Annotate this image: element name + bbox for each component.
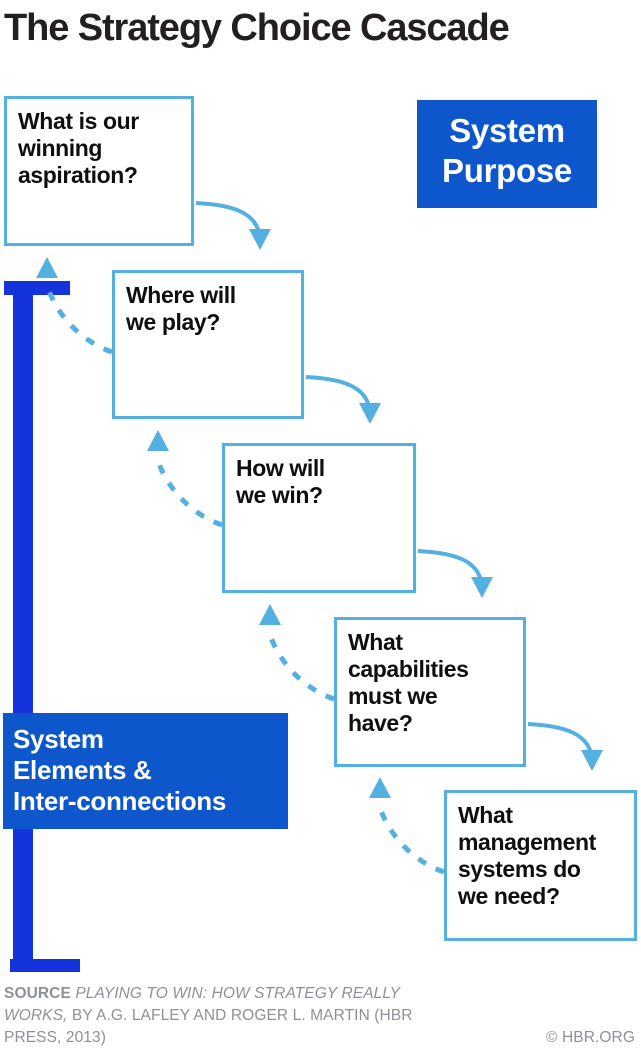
forward-arrow-3 <box>417 549 483 581</box>
label-system-elements: System Elements & Inter-connections <box>3 713 288 829</box>
forward-arrow-1 <box>195 201 261 233</box>
page-title: The Strategy Choice Cascade <box>4 7 510 49</box>
question-text-management-systems: What management systems do we need? <box>458 802 596 909</box>
question-text-where-to-play: Where will we play? <box>126 282 236 335</box>
forward-arrow-4 <box>527 722 593 754</box>
question-text-capabilities: What capabilities must we have? <box>348 629 469 736</box>
forward-arrow-2 <box>305 375 371 407</box>
forward-arrowhead-2 <box>359 403 381 424</box>
source-rest: BY A.G. LAFLEY AND ROGER L. MARTIN (HBR … <box>4 1007 413 1046</box>
question-box-management-systems[interactable]: What management systems do we need? <box>444 790 637 941</box>
question-box-winning-aspiration[interactable]: What is our winning aspiration? <box>4 96 194 246</box>
forward-arrowhead-3 <box>471 577 493 598</box>
question-box-where-to-play[interactable]: Where will we play? <box>112 270 304 419</box>
credit-hbr: © HBR.ORG <box>546 1029 635 1046</box>
source-note: SOURCE PLAYING TO WIN: HOW STRATEGY REAL… <box>4 983 444 1049</box>
feedback-arrow-4 <box>377 807 445 875</box>
feedback-arrow-1 <box>45 287 113 355</box>
feedback-arrowhead-4 <box>369 777 391 798</box>
feedback-arrowhead-1 <box>36 257 58 278</box>
question-box-how-to-win[interactable]: How will we win? <box>222 443 416 593</box>
question-box-capabilities[interactable]: What capabilities must we have? <box>334 617 526 767</box>
label-system-purpose: System Purpose <box>417 100 597 208</box>
source-title: PLAYING TO WIN: HOW STRATEGY REALLY WORK… <box>4 985 400 1024</box>
question-text-how-to-win: How will we win? <box>236 455 325 508</box>
question-text-winning-aspiration: What is our winning aspiration? <box>18 108 139 188</box>
feedback-arrowhead-3 <box>259 604 281 625</box>
system-bracket <box>4 281 80 972</box>
feedback-arrow-3 <box>267 634 335 702</box>
forward-arrowhead-1 <box>249 229 271 250</box>
feedback-arrow-2 <box>155 460 223 528</box>
forward-arrowhead-4 <box>581 750 603 771</box>
feedback-arrowhead-2 <box>147 430 169 451</box>
source-kicker: SOURCE <box>4 985 76 1002</box>
